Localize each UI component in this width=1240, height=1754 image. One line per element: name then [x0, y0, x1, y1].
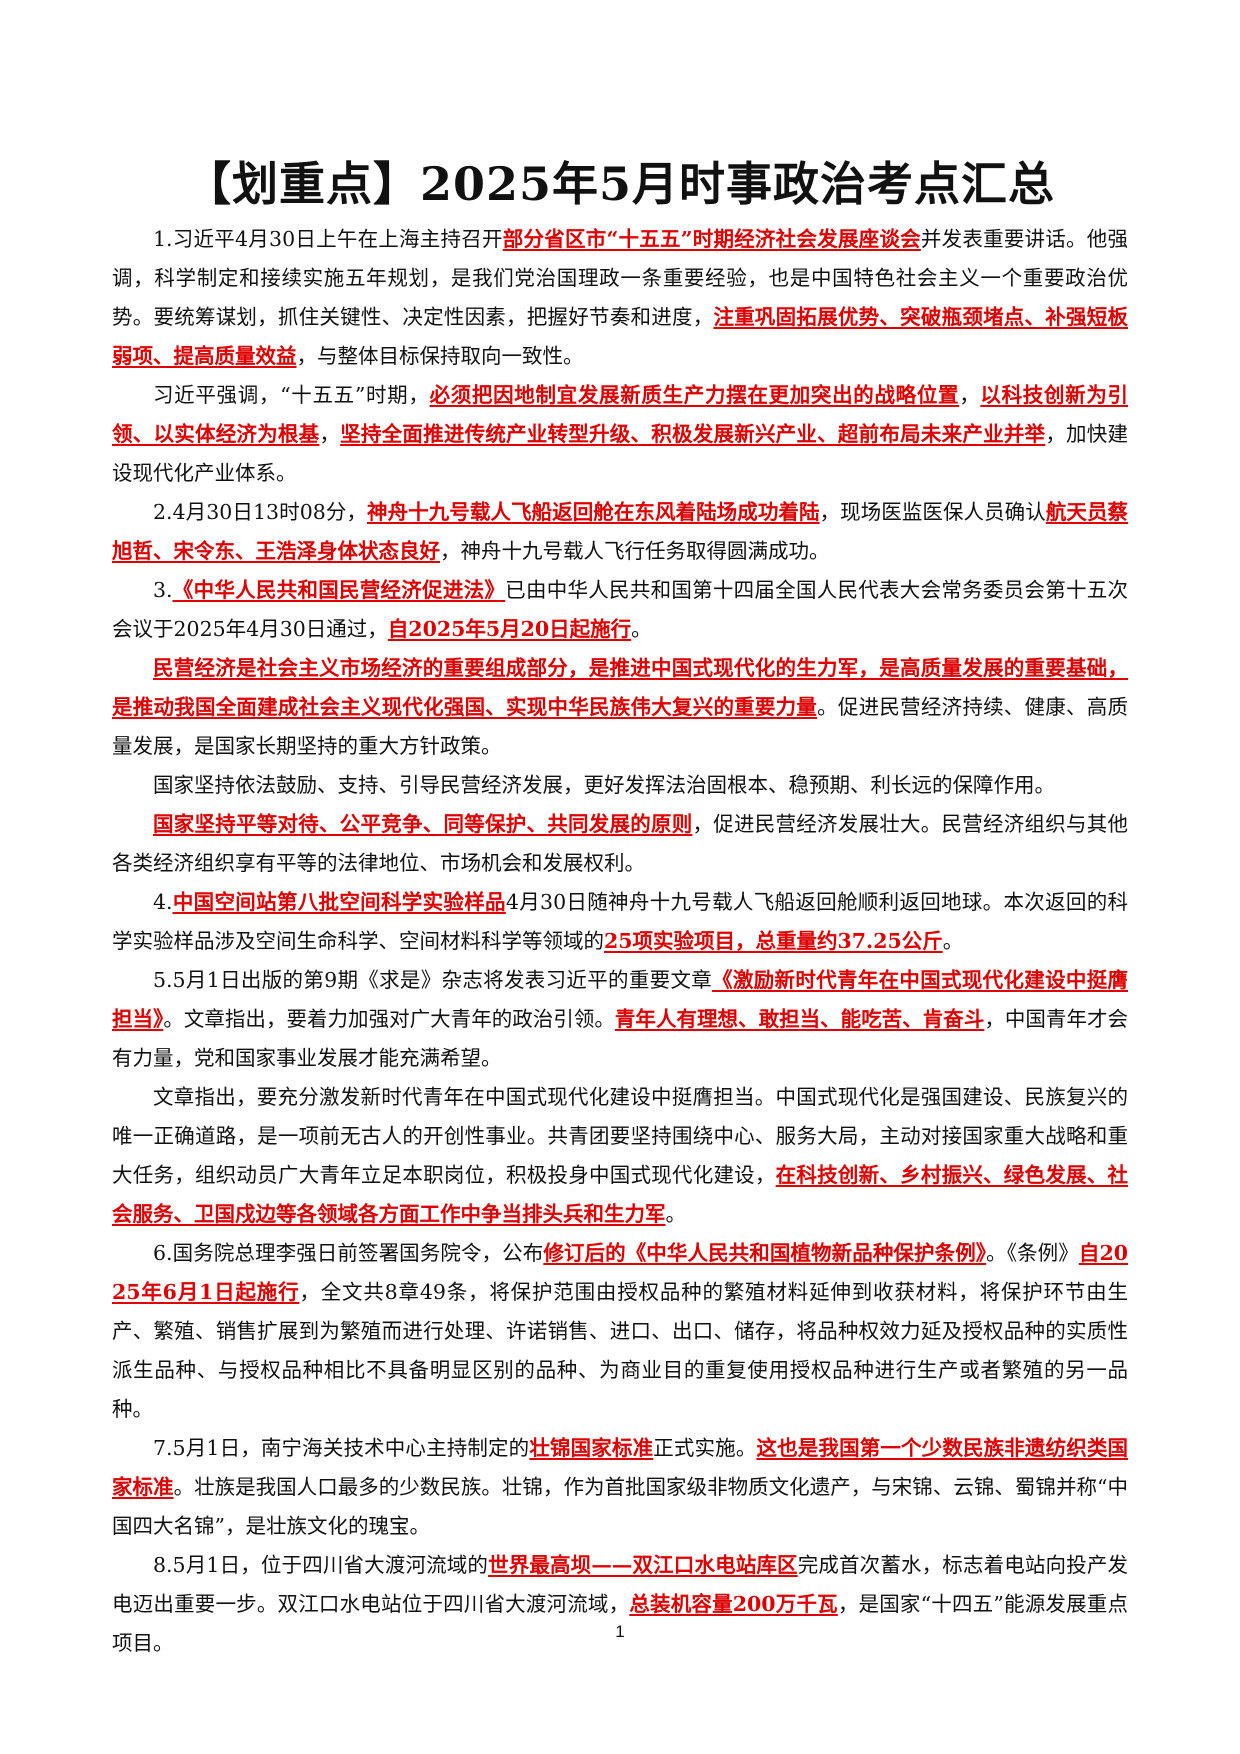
- paragraph: 3.《中华人民共和国民营经济促进法》已由中华人民共和国第十四届全国人民代表大会常…: [112, 571, 1128, 649]
- body-text: 5.5月1日出版的第9期《求是》杂志将发表习近平的重要文章: [153, 968, 713, 992]
- paragraph: 2.4月30日13时08分，神舟十九号载人飞船返回舱在东风着陆场成功着陆，现场医…: [112, 493, 1128, 571]
- paragraph: 4.中国空间站第八批空间科学实验样品4月30日随神舟十九号载人飞船返回舱顺利返回…: [112, 883, 1128, 961]
- body-text: 正式实施。: [653, 1436, 757, 1460]
- highlighted-text: 壮锦国家标准: [529, 1436, 654, 1460]
- body-text: 4.: [153, 890, 173, 914]
- paragraph: 5.5月1日出版的第9期《求是》杂志将发表习近平的重要文章《激励新时代青年在中国…: [112, 961, 1128, 1078]
- body-text: 习近平强调，“十五五”时期，: [153, 383, 430, 407]
- highlighted-text: 部分省区市“十五五”时期经济社会发展座谈会: [502, 227, 921, 251]
- body-text: 4月30日随神舟十九号载人飞船返回舱顺利返回地球。本次返回的科学实验样品涉及空间…: [112, 890, 1128, 953]
- highlighted-text: 这也是我国第一个少数民族非遗纺织类国家标准: [112, 1436, 1129, 1499]
- paragraph: 8.5月1日，位于四川省大渡河流域的世界最高坝——双江口水电站库区完成首次蓄水，…: [112, 1546, 1128, 1663]
- paragraph: 国家坚持平等对待、公平竞争、同等保护、共同发展的原则，促进民营经济发展壮大。民营…: [112, 805, 1128, 883]
- body-text: ，全文共8章49条，将保护范围由授权品种的繁殖材料延伸到收获材料，将保护环节由生…: [112, 1280, 1128, 1421]
- page-number: 1: [615, 1622, 625, 1641]
- body-text: 3.: [153, 578, 173, 602]
- body-text: ，神舟十九号载人飞行任务取得圆满成功。: [440, 539, 830, 563]
- body-text: 1.习近平4月30日上午在上海主持召开: [153, 227, 503, 251]
- body-text: 。《条例》: [986, 1241, 1079, 1265]
- body-text: 文章指出，要充分激发新时代青年在中国式现代化建设中挺膺担当。中国式现代化是强国建…: [112, 1085, 1128, 1187]
- body-text: ，促进民营经济发展壮大。民营经济组织与其他各类经济组织享有平等的法律地位、市场机…: [112, 812, 1128, 875]
- body-text: 。: [631, 617, 652, 641]
- body-text: 6.国务院总理李强日前签署国务院令，公布: [153, 1241, 544, 1265]
- body-text: ，是国家“十四五”能源发展重点项目。: [112, 1592, 1128, 1655]
- highlighted-text: 在科技创新、乡村振兴、绿色发展、社会服务、卫国戍边等各领域各方面工作中争当排头兵…: [112, 1163, 1129, 1226]
- body-text: 国家坚持依法鼓励、支持、引导民营经济发展，更好发挥法治固根本、稳预期、利长远的保…: [153, 773, 1055, 797]
- body-text: 并发表重要讲话。他强调，科学制定和接续实施五年规划，是我们党治国理政一条重要经验…: [112, 227, 1129, 329]
- highlighted-text: 注重巩固拓展优势、突破瓶颈堵点、补强短板弱项、提高质量效益: [112, 305, 1129, 368]
- highlighted-text: 《中华人民共和国民营经济促进法》: [172, 578, 506, 602]
- body-text: 。: [665, 1202, 687, 1226]
- body-text: 。文章指出，要着力加强对广大青年的政治引领。: [163, 1007, 615, 1031]
- highlighted-text: 青年人有理想、敢担当、能吃苦、肯奋斗: [614, 1007, 985, 1031]
- body-text: ，加快建设现代化产业体系。: [112, 422, 1129, 485]
- highlighted-text: 国家坚持平等对待、公平竞争、同等保护、共同发展的原则: [153, 812, 693, 836]
- body-text: ，: [959, 383, 981, 407]
- paragraph: 6.国务院总理李强日前签署国务院令，公布修订后的《中华人民共和国植物新品种保护条…: [112, 1234, 1128, 1429]
- body-text: 7.5月1日，南宁海关技术中心主持制定的: [153, 1436, 530, 1460]
- body-text: ，中国青年才会有力量，党和国家事业发展才能充满希望。: [112, 1007, 1129, 1070]
- document-body: 1.习近平4月30日上午在上海主持召开部分省区市“十五五”时期经济社会发展座谈会…: [112, 220, 1128, 1663]
- highlighted-text: 航天员蔡旭哲、宋令东、王浩泽身体状态良好: [112, 500, 1129, 563]
- paragraph: 1.习近平4月30日上午在上海主持召开部分省区市“十五五”时期经济社会发展座谈会…: [112, 220, 1128, 376]
- body-text: 。: [942, 929, 964, 953]
- body-text: ，: [319, 422, 341, 446]
- body-text: 。促进民营经济持续、健康、高质量发展，是国家长期坚持的重大方针政策。: [112, 695, 1129, 758]
- highlighted-text: 修订后的《中华人民共和国植物新品种保护条例》: [543, 1241, 987, 1265]
- paragraph: 习近平强调，“十五五”时期，必须把因地制宜发展新质生产力摆在更加突出的战略位置，…: [112, 376, 1128, 493]
- highlighted-text: 《激励新时代青年在中国式现代化建设中挺膺担当》: [112, 968, 1129, 1031]
- body-text: ，与整体目标保持取向一致性。: [296, 344, 584, 368]
- body-text: 。壮族是我国人口最多的少数民族。壮锦，作为首批国家级非物质文化遗产，与宋锦、云锦…: [112, 1475, 1128, 1538]
- paragraph: 民营经济是社会主义市场经济的重要组成部分，是推进中国式现代化的生力军，是高质量发…: [112, 649, 1128, 766]
- highlighted-text: 神舟十九号载人飞船返回舱在东风着陆场成功着陆: [367, 500, 820, 524]
- highlighted-text: 自2025年5月20日起施行: [387, 617, 632, 641]
- highlighted-text: 坚持全面推进传统产业转型升级、积极发展新兴产业、超前布局未来产业并举: [340, 422, 1046, 446]
- highlighted-text: 自2025年6月1日起施行: [112, 1241, 1128, 1304]
- body-text: 已由中华人民共和国第十四届全国人民代表大会常务委员会第十五次会议于2025年4月…: [112, 578, 1129, 641]
- highlighted-text: 世界最高坝——双江口水电站库区: [488, 1553, 798, 1577]
- highlighted-text: 25项实验项目，总重量约37.25公斤: [604, 929, 943, 953]
- paragraph: 国家坚持依法鼓励、支持、引导民营经济发展，更好发挥法治固根本、稳预期、利长远的保…: [112, 766, 1128, 805]
- paragraph: 文章指出，要充分激发新时代青年在中国式现代化建设中挺膺担当。中国式现代化是强国建…: [112, 1078, 1128, 1234]
- highlighted-text: 民营经济是社会主义市场经济的重要组成部分，是推进中国式现代化的生力军，是高质量发…: [112, 656, 1128, 719]
- body-text: 2.4月30日13时08分，: [153, 500, 367, 524]
- highlighted-text: 以科技创新为引领、以实体经济为根基: [112, 383, 1129, 446]
- body-text: 完成首次蓄水，标志着电站向投产发电迈出重要一步。双江口水电站位于四川省大渡河流域…: [112, 1553, 1128, 1616]
- body-text: 8.5月1日，位于四川省大渡河流域的: [153, 1553, 489, 1577]
- paragraph: 7.5月1日，南宁海关技术中心主持制定的壮锦国家标准正式实施。这也是我国第一个少…: [112, 1429, 1128, 1546]
- highlighted-text: 中国空间站第八批空间科学实验样品: [172, 890, 506, 914]
- highlighted-text: 总装机容量200万千瓦: [629, 1592, 838, 1616]
- highlighted-text: 必须把因地制宜发展新质生产力摆在更加突出的战略位置: [429, 383, 960, 407]
- document-title: 【划重点】2025年5月时事政治考点汇总: [184, 157, 1056, 211]
- body-text: ，现场医监医保人员确认: [819, 500, 1046, 524]
